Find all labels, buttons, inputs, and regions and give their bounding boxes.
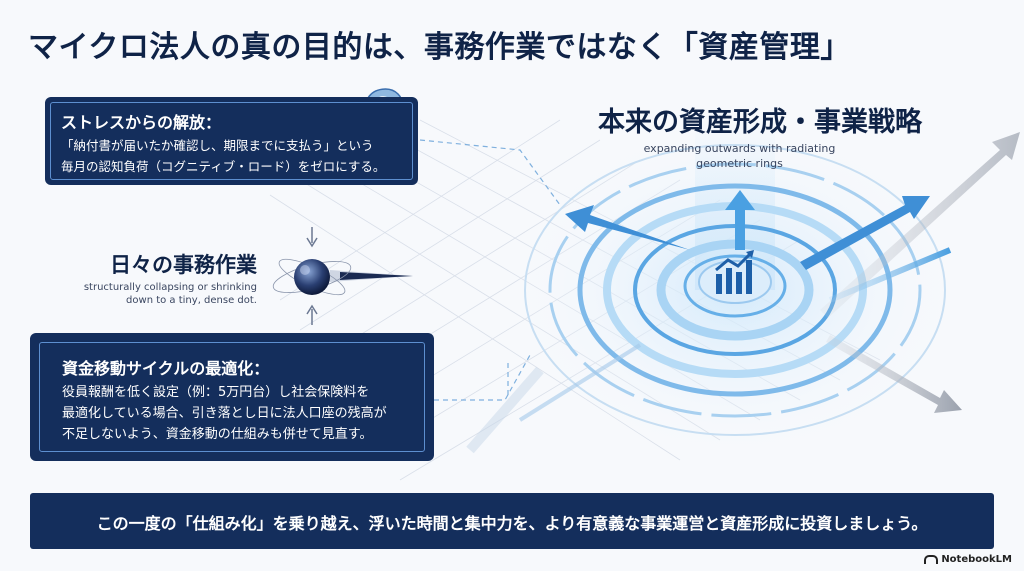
daily-work-subtitle: structurally collapsing or shrinking dow… (84, 281, 257, 307)
daily-work-title: 日々の事務作業 (110, 253, 257, 277)
cash-cycle-line: 最適化している場合、引き落とし日に法人口座の残高が (62, 406, 387, 421)
notebooklm-logo-icon (924, 554, 939, 564)
stress-relief-title: ストレスからの解放： (61, 113, 222, 132)
daily-work-subtitle-line: structurally collapsing or shrinking (83, 282, 257, 293)
stress-relief-box: ストレスからの解放： 「納付書が届いたか確認し、期限までに支払う」という 毎月の… (45, 97, 418, 185)
cash-cycle-line: 役員報酬を低く設定（例：5万円台）し社会保険料を (62, 385, 370, 400)
dashed-connectors (419, 139, 561, 401)
cash-cycle-title: 資金移動サイクルの最適化： (62, 359, 270, 378)
strategy-title: 本来の資産形成・事業戦略 (598, 107, 922, 138)
strategy-subtitle-line: geometric rings (696, 157, 783, 170)
stress-relief-line: 毎月の認知負荷（コグニティブ・ロード）をゼロにする。 (61, 159, 386, 174)
brand-label: NotebookLM (941, 554, 1012, 565)
strategy-subtitle-line: expanding outwards with radiating (643, 142, 836, 155)
cash-cycle-box: 資金移動サイクルの最適化： 役員報酬を低く設定（例：5万円台）し社会保険料を 最… (30, 333, 434, 461)
stress-relief-line: 「納付書が届いたか確認し、期限までに支払う」という (61, 138, 374, 153)
outward-arrows (466, 132, 1020, 454)
box-frame (39, 342, 425, 452)
page-title: マイクロ法人の真の目的は、事務作業ではなく「資産管理」 (28, 30, 851, 65)
bottom-banner-text: この一度の「仕組み化」を乗り越え、浮いた時間と集中力を、より有意義な事業運営と資… (96, 514, 928, 533)
daily-work-subtitle-line: down to a tiny, dense dot. (126, 295, 257, 306)
bottom-banner: この一度の「仕組み化」を乗り越え、浮いた時間と集中力を、より有意義な事業運営と資… (30, 493, 994, 549)
box-frame (50, 102, 413, 180)
cash-cycle-line: 不足しないよう、資金移動の仕組みも併せて見直す。 (62, 427, 373, 442)
collapsing-sphere-icon (272, 227, 413, 325)
strategy-subtitle: expanding outwards with radiating geomet… (598, 141, 881, 171)
brand-mark: NotebookLM (924, 554, 1012, 565)
growth-chart-icon (715, 250, 754, 294)
